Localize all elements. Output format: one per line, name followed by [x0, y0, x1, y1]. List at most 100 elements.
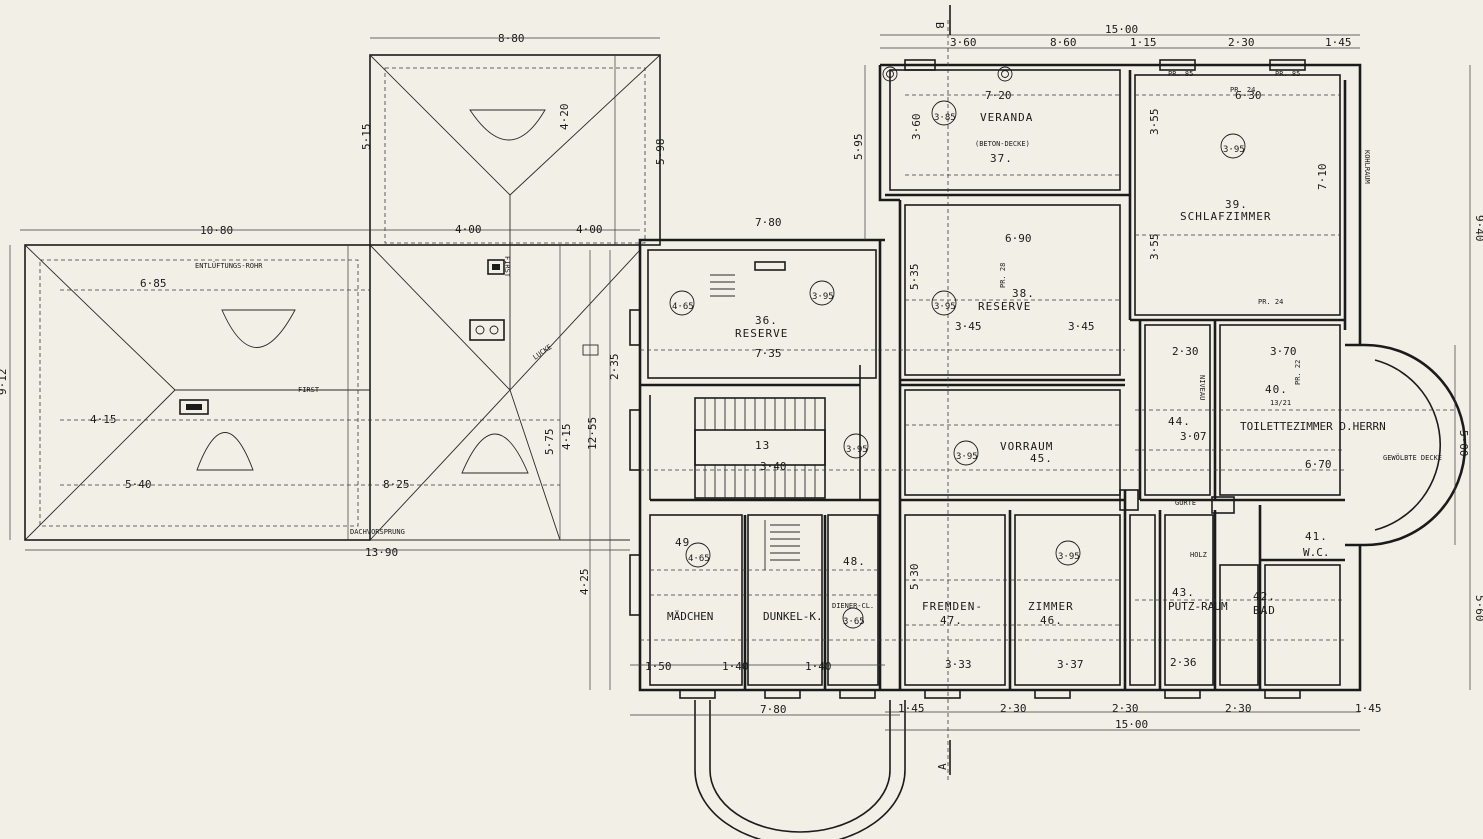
dim-wing-780: 7·80: [755, 216, 782, 229]
annot-pr85: PR. 85: [1168, 70, 1193, 78]
dim-bottom-total: 15·00: [1115, 718, 1148, 731]
annot-gurte: GURTE: [1175, 499, 1196, 507]
level-zimmer: 3·95: [1058, 552, 1080, 562]
dim-right-560: 5·60: [1473, 595, 1483, 622]
dim-room-337: 3·37: [1057, 658, 1084, 671]
dim-bottom-230b: 2·30: [1112, 702, 1139, 715]
room-48-name: DIENER-CL.: [832, 602, 874, 610]
level-reserve-36b: 3·95: [812, 292, 834, 302]
room-47-num: 47.: [940, 614, 963, 627]
dim-370: 3·70: [1270, 345, 1297, 358]
dim-left-235: 2·35: [608, 354, 621, 381]
dim-top-145: 1·45: [1325, 36, 1352, 49]
room-45-num: 45.: [1030, 452, 1053, 465]
level-reserve-36a: 4·65: [672, 302, 694, 312]
level-diener: 3·65: [843, 617, 865, 627]
dim-roof-515: 5·15: [360, 124, 373, 151]
roof-label-hatch: LUCKE: [532, 343, 554, 362]
roof-label-first: FIRST: [298, 386, 320, 394]
level-markers: [669, 100, 1246, 629]
roof-label-overhang: DACHVORSPRUNG: [350, 528, 405, 536]
room-46-name: ZIMMER: [1028, 600, 1074, 613]
dim-230: 2·30: [1172, 345, 1199, 358]
dim-355a: 3·55: [1148, 109, 1161, 136]
room-37-num: 37.: [990, 152, 1013, 165]
roof-label-vent: ENTLÜFTUNGS-ROHR: [195, 261, 263, 270]
dim-bottom-230a: 2·30: [1000, 702, 1027, 715]
dim-roof-420: 4·20: [558, 104, 571, 131]
annot-holz: HOLZ: [1190, 551, 1207, 559]
dim-720: 7·20: [985, 89, 1012, 102]
building-walls: [629, 59, 1467, 839]
dim-room-236: 2·36: [1170, 656, 1197, 669]
dim-top-860: 8·60: [1050, 36, 1077, 49]
building-dimension-lines: [589, 5, 1471, 780]
dim-670: 6·70: [1305, 458, 1332, 471]
annot-kohlraum: KOHLRAUM: [1363, 150, 1371, 184]
dim-right-940: 9·40: [1473, 215, 1483, 242]
dim-710: 7·10: [1316, 164, 1329, 191]
room-49-num: 49: [675, 536, 690, 549]
room-39-name: SCHLAFZIMMER: [1180, 210, 1271, 223]
room-41-num: 41.: [1305, 530, 1328, 543]
dim-630: 6·30: [1235, 89, 1262, 102]
dim-roof-left-height: 9·12: [0, 369, 9, 396]
room-43-name: PUTZ-RAUM: [1168, 600, 1228, 613]
roof-label-first-2: FIRST: [503, 256, 511, 278]
annot-niveau: NIVEAU: [1198, 375, 1206, 400]
dim-top-360: 3·60: [950, 36, 977, 49]
dim-room-140a: 1·40: [722, 660, 749, 673]
room-dunkel-name: DUNKEL-K.: [763, 610, 823, 623]
dim-345a: 3·45: [955, 320, 982, 333]
level-veranda: 3·85: [934, 113, 956, 123]
section-mark-a: A: [936, 762, 949, 770]
dim-top-total: 15·00: [1105, 23, 1138, 36]
room-48-num: 48.: [843, 555, 866, 568]
dim-735: 7·35: [755, 347, 782, 360]
dim-roof-left-width: 10·80: [200, 224, 233, 237]
annot-pr85b: PR. 85: [1275, 70, 1300, 78]
room-46-num: 46.: [1040, 614, 1063, 627]
dim-top-115: 1·15: [1130, 36, 1157, 49]
room-41-name: W.C.: [1303, 546, 1330, 559]
annot-pr24: PR. 24: [1230, 86, 1255, 94]
level-maedchen: 4·65: [688, 554, 710, 564]
room-40-note: GEWÖLBTE DECKE: [1383, 453, 1442, 462]
annot-pr22: PR. 22: [1294, 360, 1302, 385]
annot-pr28: PR. 28: [999, 263, 1007, 288]
dim-307: 3·07: [1180, 430, 1207, 443]
level-reserve-38: 3·95: [934, 302, 956, 312]
dim-left-1255: 12·55: [586, 417, 599, 450]
dim-690a: 6·90: [1005, 232, 1032, 245]
dim-bottom-230c: 2·30: [1225, 702, 1252, 715]
dim-bottom-145a: 1·45: [898, 702, 925, 715]
dim-left-425: 4·25: [578, 569, 591, 596]
level-vorraum: 3·95: [956, 452, 978, 462]
dim-530: 5·30: [908, 564, 921, 591]
dim-left-415: 4·15: [560, 424, 573, 451]
section-mark-b: B: [933, 22, 946, 30]
room-36-name: RESERVE: [735, 327, 788, 340]
roof-dimension-lines: [9, 37, 660, 551]
room-13-num: 13: [755, 439, 770, 452]
room-49-name: MÄDCHEN: [667, 610, 713, 623]
dim-roof-top: 8·80: [498, 32, 525, 45]
room-42-num: 42.: [1253, 590, 1276, 603]
dim-roof-400a: 4·00: [455, 223, 482, 236]
room-45-name: VORRAUM: [1000, 440, 1053, 453]
dim-345b: 3·45: [1068, 320, 1095, 333]
dim-bottom-780: 7·80: [760, 703, 787, 716]
annot-pr24b: PR. 24: [1258, 298, 1283, 306]
dim-room-140b: 1·40: [805, 660, 832, 673]
room-42-name: BAD: [1253, 604, 1276, 617]
room-47-name: FREMDEN-: [922, 600, 983, 613]
room-38-name: RESERVE: [978, 300, 1031, 313]
dim-roof-415: 4·15: [90, 413, 117, 426]
room-37-name: VERANDA: [980, 111, 1033, 124]
dim-340: 3·40: [760, 460, 787, 473]
annot-1321: 13/21: [1270, 399, 1291, 407]
dim-right-500: 5·00: [1457, 430, 1470, 457]
dim-roof-400b: 4·00: [576, 223, 603, 236]
room-44-num: 44.: [1168, 415, 1191, 428]
